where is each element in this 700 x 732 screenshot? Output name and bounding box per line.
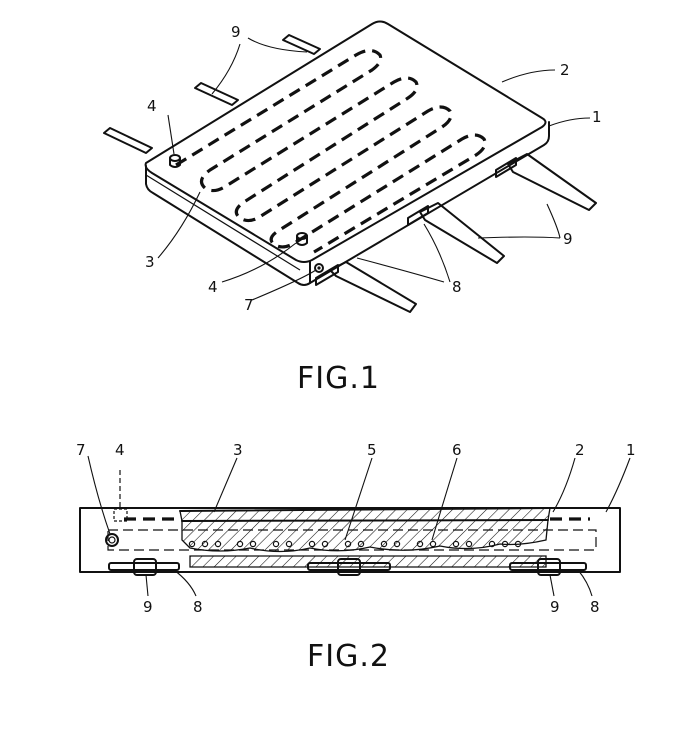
fig1-caption: FIG.1	[297, 361, 380, 396]
fig2-label-8a: 8	[193, 598, 203, 616]
fig2-caption: FIG.2	[307, 639, 390, 674]
fig1-connector-top	[170, 155, 180, 167]
fig1-label-9b: 9	[563, 230, 573, 248]
fig1-label-3: 3	[145, 253, 155, 271]
fig2-layer-3	[180, 508, 550, 521]
fig2-label-6: 6	[452, 441, 462, 459]
fig2-label-8b: 8	[590, 598, 600, 616]
fig1-connector-bottom	[297, 233, 307, 245]
fig2-label-4: 4	[115, 441, 125, 459]
fig1-label-2: 2	[560, 61, 570, 79]
fig1-fitting-7	[315, 264, 323, 272]
fig2-label-9b: 9	[550, 598, 560, 616]
fig1-label-7: 7	[244, 296, 254, 314]
fig1-label-8: 8	[452, 278, 462, 296]
fig2-label-2: 2	[575, 441, 585, 459]
fig1-label-4a: 4	[147, 97, 157, 115]
fig2-label-9a: 9	[143, 598, 153, 616]
fig2-label-5: 5	[367, 441, 377, 459]
fig2-drawing: 7 4 3 5 6 2 1 9 8 9 8 FIG.2	[76, 441, 636, 674]
fig1-label-1: 1	[592, 108, 602, 126]
fig2-label-3: 3	[233, 441, 243, 459]
fig1-label-4b: 4	[208, 278, 218, 296]
fig2-label-1: 1	[626, 441, 636, 459]
fig1-drawing: 9 2 1 4 3 4 7 8 9 FIG.1	[104, 22, 602, 397]
fig2-connector-4	[114, 470, 127, 521]
fig1-leader-lines	[158, 38, 590, 300]
fig2-layer-bottom	[190, 556, 546, 567]
fig2-label-7: 7	[76, 441, 86, 459]
fig1-label-9a: 9	[231, 23, 241, 41]
